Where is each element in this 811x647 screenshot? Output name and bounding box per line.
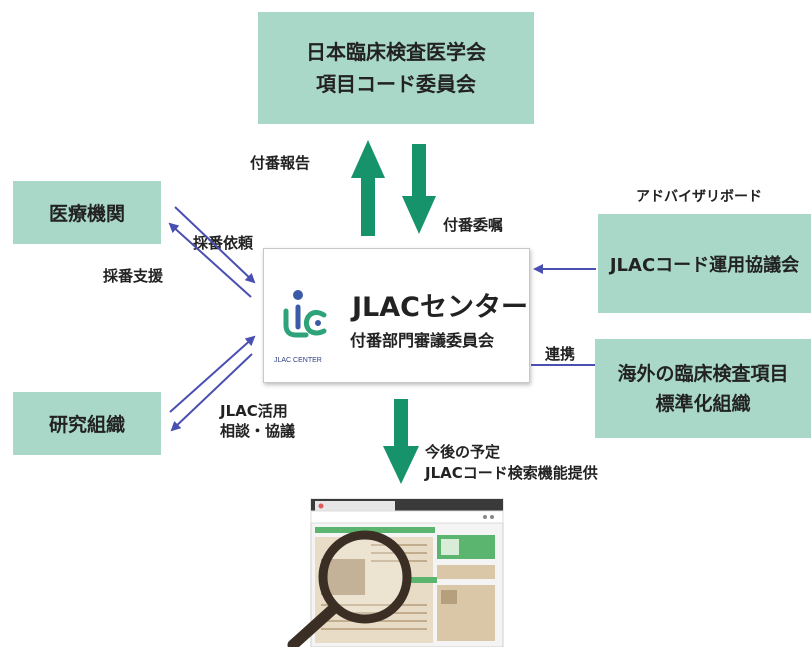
overseas-line1: 海外の臨床検査項目	[617, 362, 789, 385]
arrow-center-to-hospital	[168, 222, 252, 298]
label-numbering-support: 採番支援	[103, 267, 164, 285]
research-label: 研究組織	[48, 414, 125, 436]
label-cooperation: 連携	[545, 345, 576, 363]
center-title: JLACセンター	[352, 292, 528, 323]
arrow-up-to-committee	[351, 140, 385, 236]
committee-box: 日本臨床検査医学会 項目コード委員会	[258, 12, 534, 124]
arrow-down-to-search	[383, 399, 419, 484]
label-future-plan: 今後の予定	[425, 443, 501, 461]
advisory-board-box: JLACコード運用協議会	[598, 214, 811, 313]
logo-caption: JLAC CENTER	[274, 357, 322, 364]
arrow-hospital-to-center	[174, 206, 256, 284]
jlac-center-box: JLAC CENTER JLACセンター 付番部門審議委員会	[263, 248, 530, 383]
search-illustration	[287, 498, 504, 647]
overseas-line2: 標準化組織	[655, 392, 751, 415]
committee-name-line2: 項目コード委員会	[316, 72, 476, 96]
advisory-board-name: JLACコード運用協議会	[609, 254, 800, 276]
label-jlac-usage: JLAC活用	[220, 402, 288, 420]
arrow-research-to-center	[169, 335, 256, 413]
hospital-box: 医療機関	[13, 181, 161, 244]
committee-name-line1: 日本臨床検査医学会	[306, 40, 486, 64]
label-search-feature: JLACコード検索機能提供	[425, 464, 598, 482]
research-box: 研究組織	[13, 392, 161, 455]
center-subtitle: 付番部門審議委員会	[350, 331, 495, 350]
jlac-center-logo	[283, 290, 327, 338]
arrow-center-to-research	[170, 353, 253, 432]
label-numbering-report: 付番報告	[250, 154, 311, 172]
arrow-down-from-committee	[402, 144, 436, 234]
advisory-board-caption: アドバイザリボード	[636, 189, 762, 205]
hospital-label: 医療機関	[48, 203, 125, 225]
overseas-box: 海外の臨床検査項目 標準化組織	[595, 339, 811, 438]
label-consultation: 相談・協議	[220, 422, 296, 440]
label-numbering-commission: 付番委嘱	[443, 216, 504, 234]
magnifier-icon	[318, 530, 412, 624]
